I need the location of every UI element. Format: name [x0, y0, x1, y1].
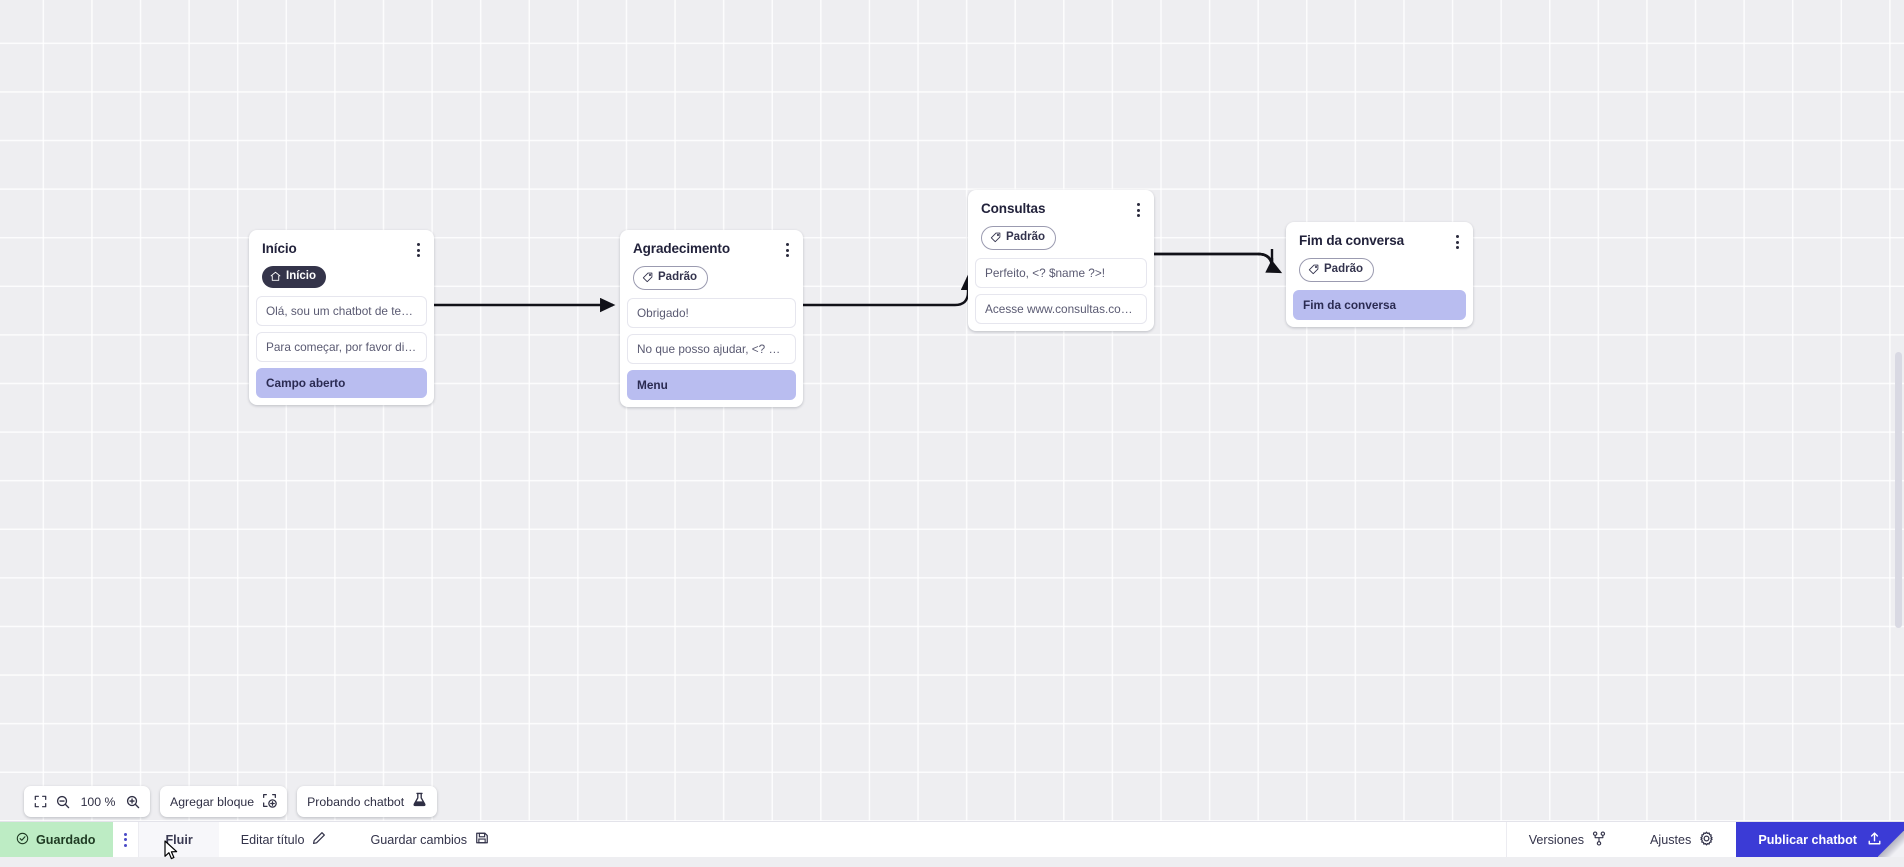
- node-title: Início: [262, 241, 297, 257]
- tag-icon: [642, 272, 653, 283]
- node-slots: Obrigado! No que posso ajudar, <? $name …: [620, 298, 803, 400]
- test-chatbot-button[interactable]: Probando chatbot: [307, 792, 427, 811]
- pencil-icon: [312, 831, 326, 848]
- bottom-bar-right: Versiones Ajustes Publicar chatbot: [1506, 822, 1904, 857]
- node-header: Início: [249, 230, 434, 259]
- saved-status-badge: Guardado: [0, 822, 113, 857]
- add-block-label: Agregar bloque: [170, 795, 254, 809]
- node-menu-icon[interactable]: [1453, 233, 1462, 251]
- home-icon: [270, 271, 281, 282]
- node-slot[interactable]: Obrigado!: [627, 298, 796, 328]
- node-title: Consultas: [981, 201, 1045, 217]
- zoom-out-icon[interactable]: [56, 795, 70, 809]
- check-circle-icon: [16, 832, 29, 848]
- node-title: Agradecimento: [633, 241, 730, 257]
- save-changes-button[interactable]: Guardar cambios: [348, 822, 511, 857]
- edit-title-label: Editar título: [241, 833, 305, 847]
- gear-icon: [1699, 831, 1714, 849]
- versions-button[interactable]: Versiones: [1507, 822, 1628, 857]
- tag-icon: [1308, 264, 1319, 275]
- upload-icon: [1867, 831, 1882, 849]
- edge-layer: [0, 0, 1904, 821]
- node-slot-accent[interactable]: Campo aberto: [256, 368, 427, 398]
- save-changes-label: Guardar cambios: [370, 833, 467, 847]
- edge-consultas-fim: [1152, 249, 1272, 267]
- node-slot-accent[interactable]: Fim da conversa: [1293, 290, 1466, 320]
- node-slot[interactable]: Para começar, por favor digite o ...: [256, 332, 427, 362]
- node-header: Consultas: [968, 190, 1154, 219]
- flask-icon: [412, 792, 427, 811]
- node-menu-icon[interactable]: [414, 241, 423, 259]
- node-slot-accent[interactable]: Menu: [627, 370, 796, 400]
- node-badge-label: Padrão: [1006, 232, 1045, 244]
- zoom-level-label: 100 %: [79, 795, 117, 809]
- branch-icon: [1592, 831, 1606, 849]
- bottom-bar-left: Guardado Fluir Editar título Guardar cam…: [0, 822, 511, 857]
- flow-node-inicio[interactable]: Início Início Olá, sou um chatbot de tes…: [249, 230, 434, 405]
- canvas-toolbar: 100 % Agregar bloque Probando chatbot: [24, 786, 437, 817]
- node-badge-inicio[interactable]: Início: [262, 266, 326, 288]
- bottom-bar-menu-icon[interactable]: [113, 822, 139, 857]
- node-slots: Olá, sou um chatbot de teste! Para começ…: [249, 296, 434, 398]
- save-disk-icon: [475, 831, 489, 848]
- zoom-controls-group: 100 %: [24, 786, 150, 817]
- flow-canvas[interactable]: Início Início Olá, sou um chatbot de tes…: [0, 0, 1904, 821]
- flow-node-fim-da-conversa[interactable]: Fim da conversa Padrão Fim da conversa: [1286, 222, 1473, 327]
- node-badge-label: Padrão: [1324, 264, 1363, 276]
- fit-screen-icon[interactable]: [34, 795, 47, 808]
- edge-consultas-fim-tail: [1152, 254, 1272, 268]
- test-chatbot-group[interactable]: Probando chatbot: [297, 786, 437, 817]
- settings-button[interactable]: Ajustes: [1628, 822, 1736, 857]
- node-menu-icon[interactable]: [783, 241, 792, 259]
- node-slot[interactable]: No que posso ajudar, <? $name ...: [627, 334, 796, 364]
- node-slot[interactable]: Olá, sou um chatbot de teste!: [256, 296, 427, 326]
- node-header: Agradecimento: [620, 230, 803, 259]
- add-block-group[interactable]: Agregar bloque: [160, 786, 287, 817]
- node-badge-padrao[interactable]: Padrão: [633, 266, 708, 290]
- add-block-icon: [262, 793, 277, 811]
- node-badge-row: Padrão: [968, 219, 1154, 258]
- node-title: Fim da conversa: [1299, 233, 1404, 249]
- node-badge-label: Padrão: [658, 272, 697, 284]
- node-header: Fim da conversa: [1286, 222, 1473, 251]
- add-block-button[interactable]: Agregar bloque: [170, 793, 277, 811]
- node-badge-padrao[interactable]: Padrão: [1299, 258, 1374, 282]
- edge-consultas-fim-arrow: [1258, 254, 1280, 272]
- bottom-bar-spacer: [511, 822, 1506, 857]
- settings-label: Ajustes: [1650, 833, 1691, 847]
- node-slot[interactable]: Perfeito, <? $name ?>!: [975, 258, 1147, 288]
- node-badge-label: Início: [286, 271, 316, 283]
- node-slots: Fim da conversa: [1286, 290, 1473, 320]
- node-badge-row: Padrão: [620, 259, 803, 298]
- tab-fluir[interactable]: Fluir: [139, 822, 218, 857]
- saved-label: Guardado: [36, 833, 95, 847]
- node-menu-icon[interactable]: [1134, 201, 1143, 219]
- tab-fluir-label: Fluir: [165, 833, 192, 847]
- versions-label: Versiones: [1529, 833, 1584, 847]
- vertical-scrollbar[interactable]: [1895, 352, 1902, 628]
- publish-label: Publicar chatbot: [1758, 833, 1857, 847]
- test-chatbot-label: Probando chatbot: [307, 795, 404, 809]
- node-slots: Perfeito, <? $name ?>! Acesse www.consul…: [968, 258, 1154, 324]
- zoom-in-icon[interactable]: [126, 795, 140, 809]
- bottom-status-bar: Guardado Fluir Editar título Guardar cam…: [0, 821, 1904, 857]
- edge-agradecimento-consultas: [802, 277, 968, 305]
- tag-icon: [990, 232, 1001, 243]
- node-badge-row: Início: [249, 259, 434, 296]
- node-badge-padrao[interactable]: Padrão: [981, 226, 1056, 250]
- publish-chatbot-button[interactable]: Publicar chatbot: [1736, 822, 1904, 857]
- flow-node-agradecimento[interactable]: Agradecimento Padrão Obrigado! No que po…: [620, 230, 803, 407]
- node-badge-row: Padrão: [1286, 251, 1473, 290]
- node-slot[interactable]: Acesse www.consultas.com par...: [975, 294, 1147, 324]
- flow-node-consultas[interactable]: Consultas Padrão Perfeito, <? $name ?>! …: [968, 190, 1154, 331]
- edit-title-button[interactable]: Editar título: [219, 822, 349, 857]
